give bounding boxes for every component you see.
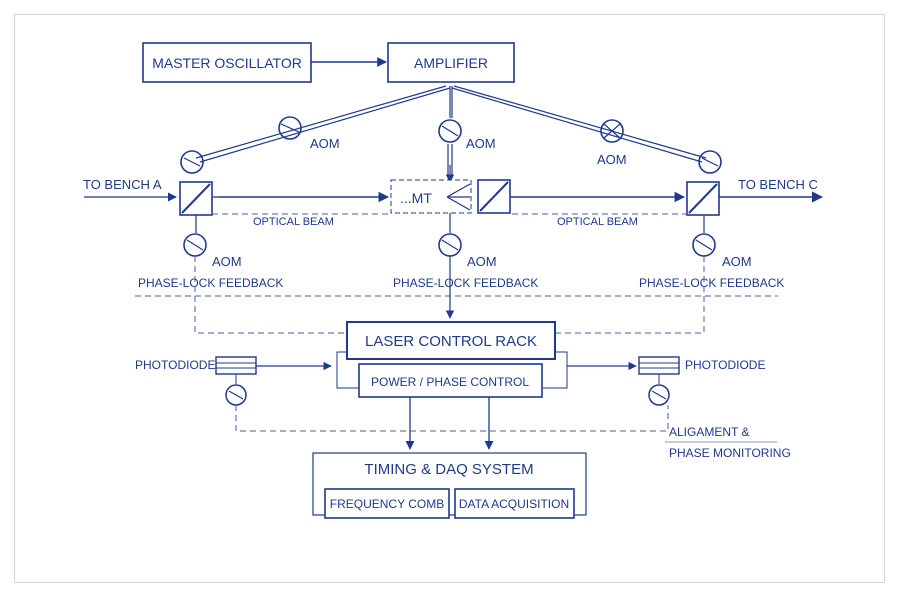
frequency-comb-label: FREQUENCY COMB: [330, 497, 444, 511]
aom-label-upper-right: AOM: [597, 152, 627, 167]
photodiode-left-label: PHOTODIODE: [135, 358, 215, 372]
power-phase-control-label: POWER / PHASE CONTROL: [371, 375, 529, 389]
power-phase-control-box: [358, 363, 543, 398]
aom-label-upper-center: AOM: [466, 136, 496, 151]
phase-lock-feedback-left: PHASE-LOCK FEEDBACK: [138, 276, 283, 290]
aom-upper-center-icon: [438, 119, 462, 143]
aom-label-upper-left: AOM: [310, 136, 340, 151]
feedback-left-vertical: [194, 256, 347, 334]
aom-lower-right-icon: [692, 233, 716, 257]
mt-block: [390, 179, 472, 214]
to-bench-a-label: TO BENCH A: [83, 177, 162, 192]
rack-right-bracket: [542, 351, 568, 389]
laser-control-rack-label: LASER CONTROL RACK: [365, 333, 537, 350]
amplifier-box: [387, 42, 515, 83]
alignment-label-line2: PHASE MONITORING: [669, 446, 791, 460]
frequency-comb-box: [324, 488, 450, 519]
aom-lower-left-icon: [183, 233, 207, 257]
photodiode-right-icon: [638, 356, 680, 375]
rack-left-bracket: [336, 351, 359, 389]
aom-label-lower-center: AOM: [467, 254, 497, 269]
photodiode-right-aom-icon: [648, 384, 670, 406]
aom-upper-right-icon: [600, 119, 624, 143]
optical-beam-right-label: OPTICAL BEAM: [557, 216, 638, 228]
data-acquisition-box: [454, 488, 575, 519]
feedback-right-vertical: [555, 256, 705, 334]
aom-bench-a-icon: [180, 150, 204, 174]
amplifier-label: AMPLIFIER: [414, 55, 488, 71]
timing-daq-label: TIMING & DAQ SYSTEM: [364, 461, 533, 478]
laser-control-rack-box: [346, 321, 556, 360]
amplifier-beams: [195, 85, 707, 178]
aom-upper-left-icon: [278, 116, 302, 140]
alignment-label-line1: ALIGAMENT &: [669, 425, 749, 439]
photodiode-left-aom-icon: [225, 384, 247, 406]
beam-splitter-b: [477, 179, 511, 214]
beam-splitter-a: [179, 181, 213, 216]
phase-lock-feedback-right: PHASE-LOCK FEEDBACK: [639, 276, 784, 290]
optical-beam-left-label: OPTICAL BEAM: [253, 216, 334, 228]
phase-lock-feedback-center: PHASE-LOCK FEEDBACK: [393, 276, 538, 290]
aom-label-lower-right: AOM: [722, 254, 752, 269]
photodiode-right-label: PHOTODIODE: [685, 358, 765, 372]
aom-bench-c-icon: [698, 150, 722, 174]
to-bench-c-label: TO BENCH C: [738, 177, 818, 192]
aom-label-lower-left: AOM: [212, 254, 242, 269]
beam-splitter-c: [686, 181, 720, 216]
monitoring-loop-dash: [235, 405, 669, 432]
data-acquisition-label: DATA ACQUISITION: [459, 497, 569, 511]
photodiode-left-icon: [215, 356, 257, 375]
master-oscillator-label: MASTER OSCILLATOR: [152, 55, 302, 71]
aom-lower-center-icon: [438, 233, 462, 257]
mt-label: ...MT: [400, 190, 432, 206]
